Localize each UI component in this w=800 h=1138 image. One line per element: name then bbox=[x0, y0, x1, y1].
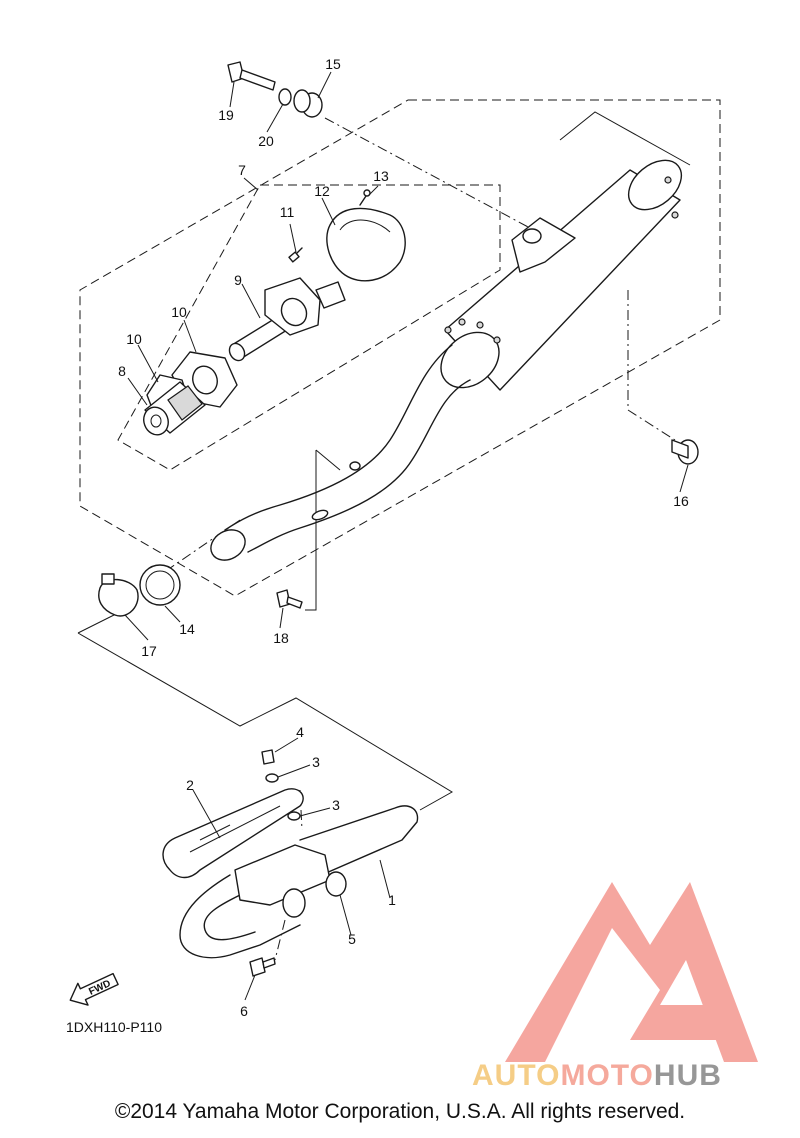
callout-3a: 3 bbox=[312, 754, 320, 770]
callout-8: 8 bbox=[118, 363, 126, 379]
callout-6: 6 bbox=[240, 1003, 248, 1019]
callout-18: 18 bbox=[273, 630, 289, 646]
callout-11: 11 bbox=[280, 204, 295, 220]
callout-17: 17 bbox=[141, 643, 157, 659]
muffler-assembly bbox=[440, 111, 691, 391]
mid-pipe bbox=[210, 344, 471, 561]
callout-16: 16 bbox=[673, 493, 689, 509]
watermark-mark-icon bbox=[505, 882, 758, 1062]
callout-9: 9 bbox=[234, 272, 242, 288]
callout-15: 15 bbox=[325, 56, 341, 72]
callout-10b: 10 bbox=[126, 331, 142, 347]
svg-text:AUTOMOTOHUB: AUTOMOTOHUB bbox=[472, 1059, 722, 1092]
silencer-internals bbox=[143, 189, 406, 436]
callout-13: 13 bbox=[373, 168, 389, 184]
callout-12: 12 bbox=[314, 183, 330, 199]
front-exhaust-pipe bbox=[162, 749, 419, 977]
copyright-notice: ©2014 Yamaha Motor Corporation, U.S.A. A… bbox=[114, 1100, 686, 1123]
callout-10a: 10 bbox=[171, 304, 187, 320]
callout-3b: 3 bbox=[332, 797, 340, 813]
leader-lines bbox=[124, 71, 689, 1001]
watermark-moto: MOTO bbox=[560, 1059, 653, 1092]
callout-5: 5 bbox=[348, 931, 356, 947]
fwd-arrow-icon: FWD bbox=[69, 972, 119, 1006]
callout-labels: 1 2 3 3 4 5 6 7 8 9 10 10 11 12 13 14 15… bbox=[118, 56, 689, 1019]
watermark-auto: AUTO bbox=[472, 1059, 560, 1092]
callout-2: 2 bbox=[186, 777, 194, 793]
callout-14: 14 bbox=[179, 621, 195, 637]
fwd-label: FWD bbox=[87, 978, 112, 998]
callout-19: 19 bbox=[218, 107, 234, 123]
watermark-logo: AUTOMOTOHUB bbox=[472, 882, 758, 1092]
watermark-hub: HUB bbox=[654, 1059, 722, 1092]
drawing-code: 1DXH110-P110 bbox=[66, 1019, 162, 1035]
callout-20: 20 bbox=[258, 133, 274, 149]
callout-4: 4 bbox=[296, 724, 304, 740]
callout-7: 7 bbox=[238, 162, 246, 178]
hardware bbox=[98, 61, 699, 617]
callout-1: 1 bbox=[388, 892, 396, 908]
